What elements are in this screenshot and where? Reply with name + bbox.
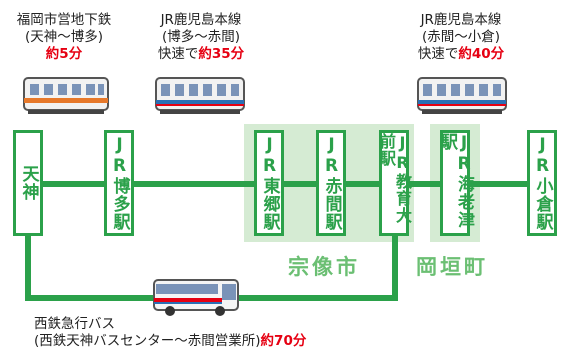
jr-akama-kokura-label: JR鹿児島本線 (赤間～小倉) 快速で約40分 [396,12,526,63]
bus-line-name: 西鉄急行バス [34,316,115,332]
station-kyoikudaimae: JR教育大前駅 [377,130,412,236]
station-ebitsu: JR海老津駅 [437,130,474,236]
bus-time: 約70分 [260,333,307,349]
jr1-prefix: 快速で [157,46,199,62]
station-kyoikudaimae-jr: JR [393,133,412,173]
jr2-line-name: JR鹿児島本線 [420,12,502,28]
jr1-line-name: JR鹿児島本線 [160,12,242,28]
station-kyoikudaimae-name: 教育大前駅 [377,133,412,224]
bus-route-label: 西鉄急行バス (西鉄天神バスセンター～赤間営業所)約70分 [34,316,306,350]
station-togo-name: 東郷駅 [259,177,280,231]
station-kokura-name: 小倉駅 [532,177,553,231]
station-kokura-jr: JR [532,135,553,177]
subway-route-label: 福岡市営地下鉄 (天神～博多) 約5分 [10,12,118,63]
station-ebitsu-jr: JR [454,133,474,175]
jr-train-icon-2 [417,77,507,114]
subway-section: (天神～博多) [24,29,104,45]
station-kokura: JR小倉駅 [527,130,557,236]
jr1-time: 約35分 [198,46,245,62]
station-tenjin: 天神 [13,130,43,236]
station-hakata-jr: JR [109,135,130,177]
jr2-prefix: 快速で [417,46,459,62]
munakata-label: 宗像市 [288,255,360,279]
subway-train-icon [23,77,109,114]
station-akama: JR赤間駅 [316,130,346,236]
station-tenjin-name: 天神 [18,165,39,201]
station-akama-name: 赤間駅 [321,177,342,231]
jr2-section: (赤間～小倉) [421,29,501,45]
jr1-section: (博多～赤間) [161,29,241,45]
station-hakata-name: 博多駅 [109,177,130,231]
bus-icon [153,279,239,316]
station-akama-jr: JR [321,135,342,177]
station-togo-jr: JR [259,135,280,177]
okagaki-label: 岡垣町 [416,255,488,279]
jr-hakata-akama-label: JR鹿児島本線 (博多～赤間) 快速で約35分 [136,12,266,63]
subway-line-name: 福岡市営地下鉄 [16,12,112,28]
station-ebitsu-name: 海老津駅 [437,133,474,229]
bus-section: (西鉄天神バスセンター～赤間営業所) [34,333,261,349]
jr2-time: 約40分 [458,46,505,62]
jr-train-icon-1 [155,77,245,114]
subway-time: 約5分 [45,46,83,62]
station-togo: JR東郷駅 [254,130,284,236]
station-hakata: JR博多駅 [104,130,134,236]
